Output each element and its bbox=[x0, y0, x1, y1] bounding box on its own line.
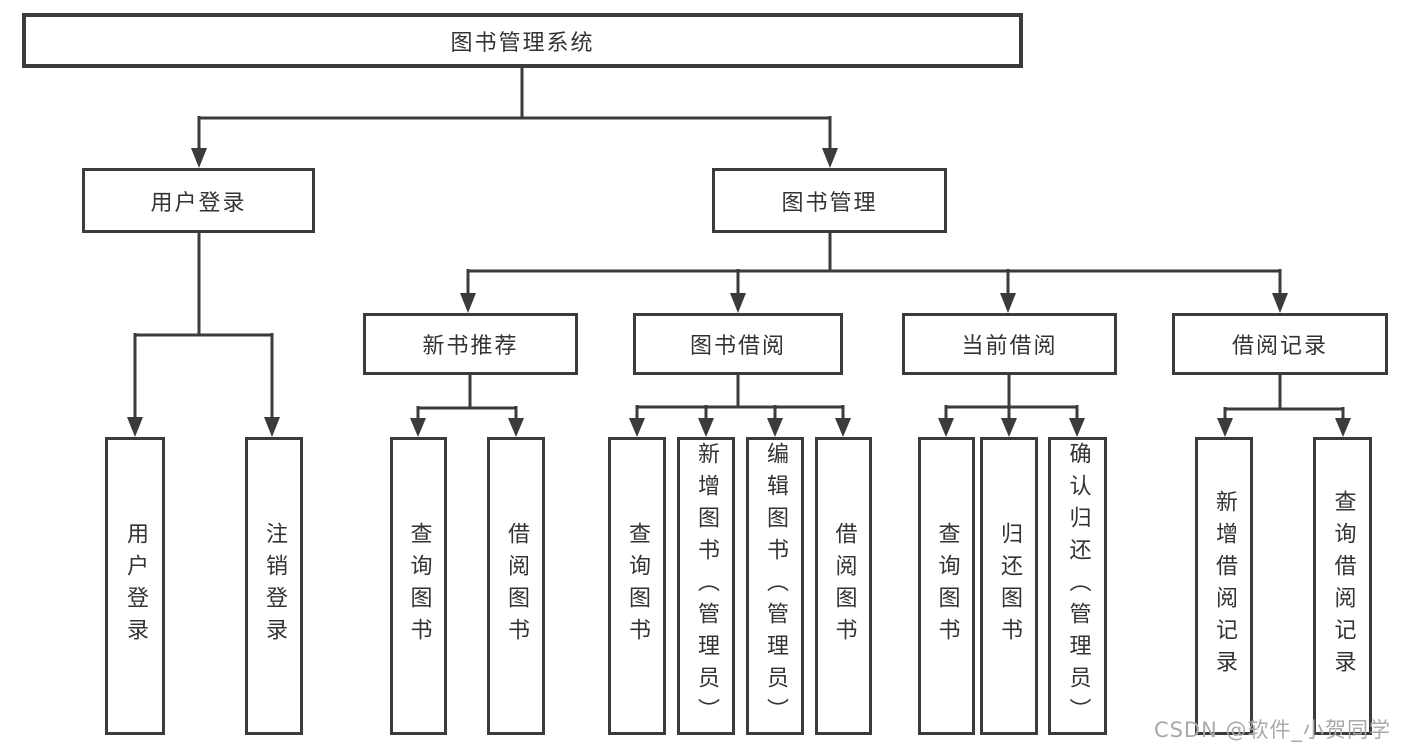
edge-book-borrowing-to-leaves bbox=[629, 375, 851, 437]
leaf-search-books-borrowing: 查询图书 bbox=[608, 437, 666, 735]
edge-book-management-to-level3 bbox=[460, 233, 1288, 313]
node-label: 当前借阅 bbox=[961, 334, 1058, 359]
edge-current-borrowing-to-leaves bbox=[938, 375, 1085, 437]
node-label: 查询图书 bbox=[934, 522, 960, 650]
node-label: 借阅图书 bbox=[831, 522, 857, 650]
edge-borrowing-records-to-leaves bbox=[1217, 375, 1351, 437]
edge-user-login-to-leaves bbox=[127, 233, 280, 437]
node-label: 归还图书 bbox=[997, 522, 1022, 650]
node-label: 借阅记录 bbox=[1231, 334, 1328, 359]
node-label: 注销登录 bbox=[262, 522, 287, 650]
edge-root-to-level2 bbox=[191, 68, 838, 168]
node-label: 新书推荐 bbox=[422, 334, 519, 359]
node-label: 图书管理 bbox=[781, 190, 878, 216]
node-label: 用户登录 bbox=[123, 522, 148, 650]
leaf-return-books: 归还图书 bbox=[980, 437, 1038, 735]
node-label: 用户登录 bbox=[150, 190, 247, 216]
csdn-watermark: CSDN @软件_小贺同学 bbox=[1153, 718, 1391, 742]
leaf-search-books-recommend: 查询图书 bbox=[390, 437, 447, 735]
node-label: 查询借阅记录 bbox=[1330, 490, 1356, 682]
leaf-user-login: 用户登录 bbox=[105, 437, 165, 735]
node-new-book-recommend: 新书推荐 bbox=[363, 313, 578, 375]
node-borrowing-records: 借阅记录 bbox=[1172, 313, 1388, 375]
node-label: 编辑图书（管理员） bbox=[763, 442, 788, 730]
leaf-search-borrow-record: 查询借阅记录 bbox=[1313, 437, 1372, 735]
node-label: 借阅图书 bbox=[504, 522, 529, 650]
leaf-borrow-books: 借阅图书 bbox=[815, 437, 872, 735]
node-label: 查询图书 bbox=[625, 522, 650, 650]
node-label: 图书管理系统 bbox=[450, 30, 595, 56]
leaf-edit-books-admin: 编辑图书（管理员） bbox=[746, 437, 804, 735]
leaf-confirm-return-admin: 确认归还（管理员） bbox=[1048, 437, 1107, 735]
leaf-borrow-books-recommend: 借阅图书 bbox=[487, 437, 545, 735]
node-current-borrowing: 当前借阅 bbox=[902, 313, 1117, 375]
node-label: 图书借阅 bbox=[689, 334, 786, 359]
node-book-borrowing: 图书借阅 bbox=[633, 313, 843, 375]
node-label: 确认归还（管理员） bbox=[1065, 442, 1091, 730]
leaf-add-borrow-record: 新增借阅记录 bbox=[1195, 437, 1253, 735]
edge-new-book-recommend-to-leaves bbox=[410, 375, 524, 437]
node-book-management: 图书管理 bbox=[712, 168, 947, 233]
node-label: 新增借阅记录 bbox=[1212, 490, 1237, 682]
node-library-management-system: 图书管理系统 bbox=[22, 13, 1023, 68]
leaf-add-books-admin: 新增图书（管理员） bbox=[677, 437, 735, 735]
leaf-search-books-current: 查询图书 bbox=[918, 437, 975, 735]
node-label: 查询图书 bbox=[406, 522, 432, 650]
leaf-logout: 注销登录 bbox=[245, 437, 303, 735]
node-user-login: 用户登录 bbox=[82, 168, 315, 233]
node-label: 新增图书（管理员） bbox=[694, 442, 719, 730]
